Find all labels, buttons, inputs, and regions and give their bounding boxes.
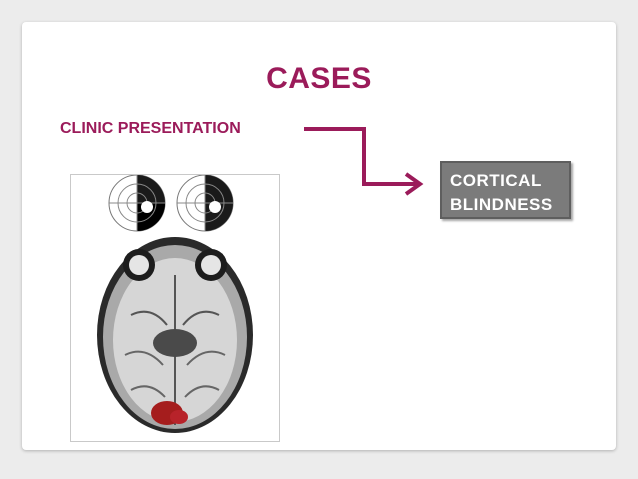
result-line2: BLINDNESS xyxy=(450,195,553,214)
brain-mri-icon xyxy=(97,237,253,433)
brain-figure xyxy=(70,174,280,442)
visual-field-left-icon xyxy=(108,174,166,232)
slide-title: CASES xyxy=(266,62,372,95)
clinic-presentation-label: CLINIC PRESENTATION xyxy=(60,120,241,137)
connector-arrow xyxy=(304,127,424,196)
cortical-blindness-box: CORTICAL BLINDNESS xyxy=(440,161,571,219)
result-line1: CORTICAL xyxy=(450,171,542,190)
visual-field-right-icon xyxy=(176,174,234,232)
slide: CASES CLINIC PRESENTATION CORTICAL BLIND… xyxy=(22,22,616,450)
